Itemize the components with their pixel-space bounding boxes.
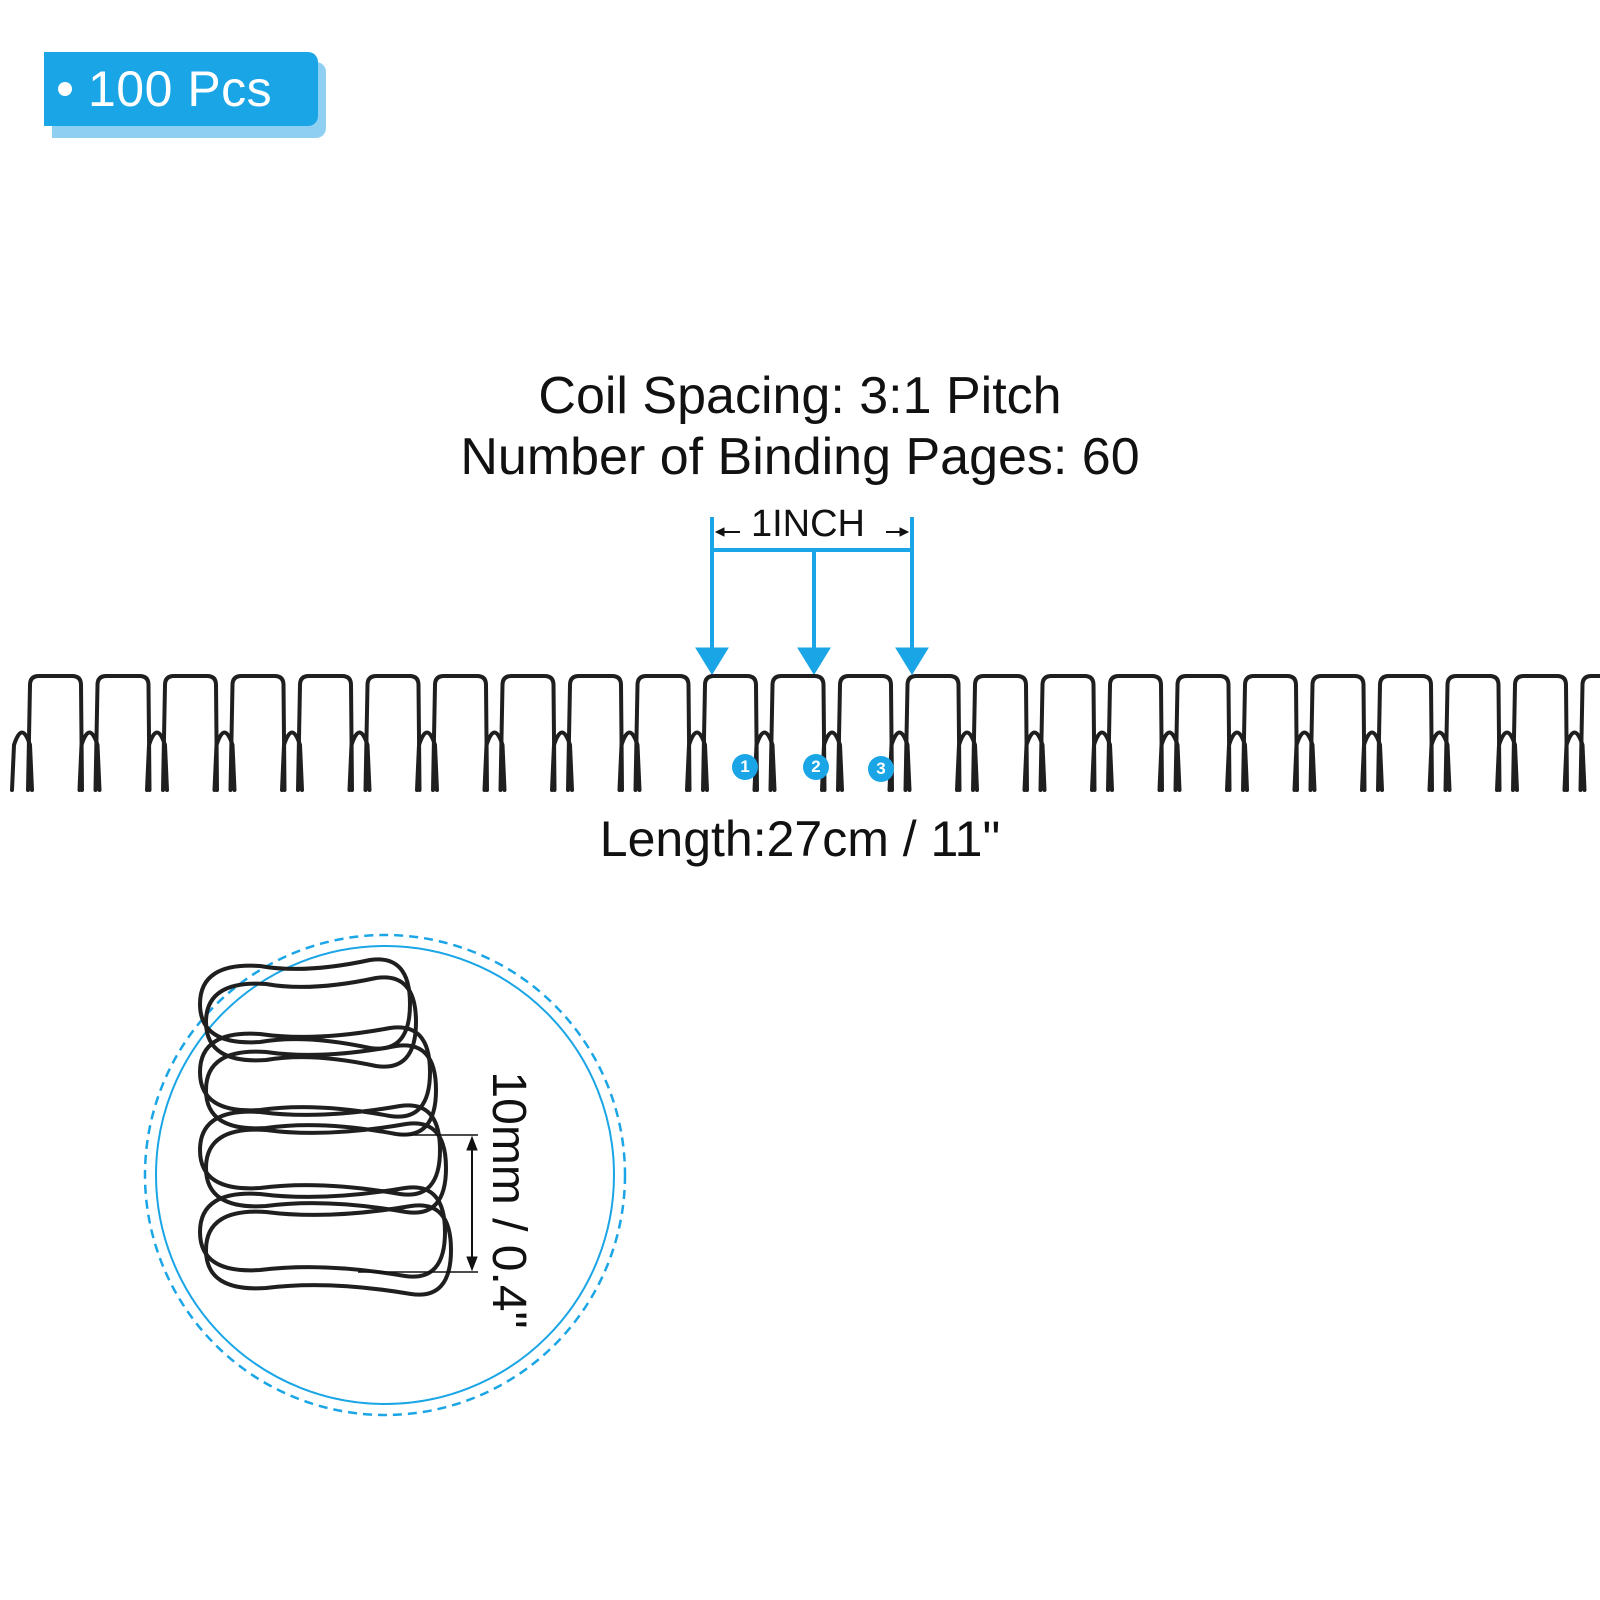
inch-arrow-right-icon: [899, 527, 910, 537]
wire-loop-inner: [212, 730, 237, 792]
wire-loop-inner: [1225, 730, 1249, 792]
wire-loop-inner: [280, 730, 304, 792]
wire-loop: [498, 674, 557, 792]
length-text: Length:27cm / 11": [599, 811, 1001, 867]
wire-loop-inner: [550, 730, 574, 792]
arrow-down-icon: [466, 1256, 478, 1272]
detail-outer-dashed-circle: [143, 933, 627, 1417]
wire-loop-inner: [820, 730, 844, 792]
wire-loop-inner: [1292, 730, 1317, 792]
wire-loop-inner: [1495, 730, 1519, 792]
wire-loop-inner: [77, 730, 102, 792]
wire-loop: [768, 674, 827, 792]
wire-loop-inner: [145, 730, 169, 792]
wire-loop-inner: [752, 730, 777, 792]
arrow-down-icon: [695, 647, 729, 675]
wire-loop: [1106, 674, 1164, 792]
wire-loop: [228, 674, 287, 792]
diameter-label: 10mm / 0.4": [482, 1071, 535, 1329]
detail-ring: [203, 1203, 454, 1297]
pitch-label: 1INCH: [750, 503, 866, 545]
bullet-dot-icon: [58, 82, 72, 96]
wire-loop: [161, 674, 219, 792]
wire-loop-inner: [415, 730, 439, 792]
wire-loop: [903, 674, 962, 792]
wire-loop-inner: [1157, 730, 1182, 792]
binding-pages-text: Number of Binding Pages: 60: [460, 428, 1140, 486]
wire-loop: [1443, 674, 1502, 792]
detail-ring: [197, 957, 413, 1051]
wire-loop-inner: [1360, 730, 1384, 792]
wire-loop-inner: [1090, 730, 1114, 792]
wire-loop-inner: [10, 730, 34, 792]
wire-loop-inner: [482, 730, 507, 792]
detail-ring: [197, 1103, 443, 1197]
wire-loop-inner: [1022, 730, 1047, 792]
wire-loop: [1578, 674, 1600, 792]
wire-loop-inner: [685, 730, 709, 792]
detail-inner-circle: [155, 945, 615, 1405]
wire-loop: [1308, 674, 1367, 792]
coil-spacing-text: Coil Spacing: 3:1 Pitch: [538, 367, 1062, 425]
inch-arrows: [714, 527, 910, 537]
detail-ring: [197, 1025, 433, 1119]
wire-loop: [566, 674, 624, 792]
wire-loop-inner: [617, 730, 642, 792]
wire-loop: [1376, 674, 1434, 792]
wire-loop: [1511, 674, 1569, 792]
detail-ring: [203, 1043, 439, 1137]
detail-view: [143, 933, 627, 1417]
wire-loop: [1173, 674, 1232, 792]
coil-number-1: 1: [732, 754, 758, 780]
wire-loop: [26, 674, 84, 792]
wire-loop-inner: [955, 730, 979, 792]
wire-loop: [836, 674, 894, 792]
wire-loop: [701, 674, 759, 792]
detail-ring: [203, 975, 419, 1069]
wire-loop: [971, 674, 1029, 792]
wire-loop: [431, 674, 489, 792]
wire-loop-inner: [887, 730, 912, 792]
coil-number-2: 2: [803, 754, 829, 780]
wire-loop: [363, 674, 422, 792]
quantity-badge: 100 Pcs: [44, 52, 318, 126]
wire-loop-inner: [1427, 730, 1452, 792]
wire-loop-inner: [1562, 730, 1587, 792]
wire-loop: [93, 674, 152, 792]
wire-loop: [633, 674, 692, 792]
wire-loop: [1241, 674, 1299, 792]
wire-strip: [10, 674, 1600, 792]
wire-loop-inner: [347, 730, 372, 792]
inch-arrow-left-icon: [714, 527, 725, 537]
arrow-down-icon: [797, 647, 831, 675]
quantity-label: 100 Pcs: [88, 61, 273, 117]
pitch-dimension: [695, 517, 929, 675]
diameter-dimension: [358, 1134, 478, 1273]
arrow-up-icon: [466, 1135, 478, 1151]
diameter-label-box: 10mm / 0.4": [478, 1070, 538, 1330]
arrow-down-icon: [895, 647, 929, 675]
detail-ring: [203, 1121, 449, 1215]
wire-loop: [296, 674, 354, 792]
detail-wire-rings: [197, 957, 454, 1297]
wire-loop: [1038, 674, 1097, 792]
detail-ring: [197, 1185, 448, 1279]
coil-number-3: 3: [868, 756, 894, 782]
